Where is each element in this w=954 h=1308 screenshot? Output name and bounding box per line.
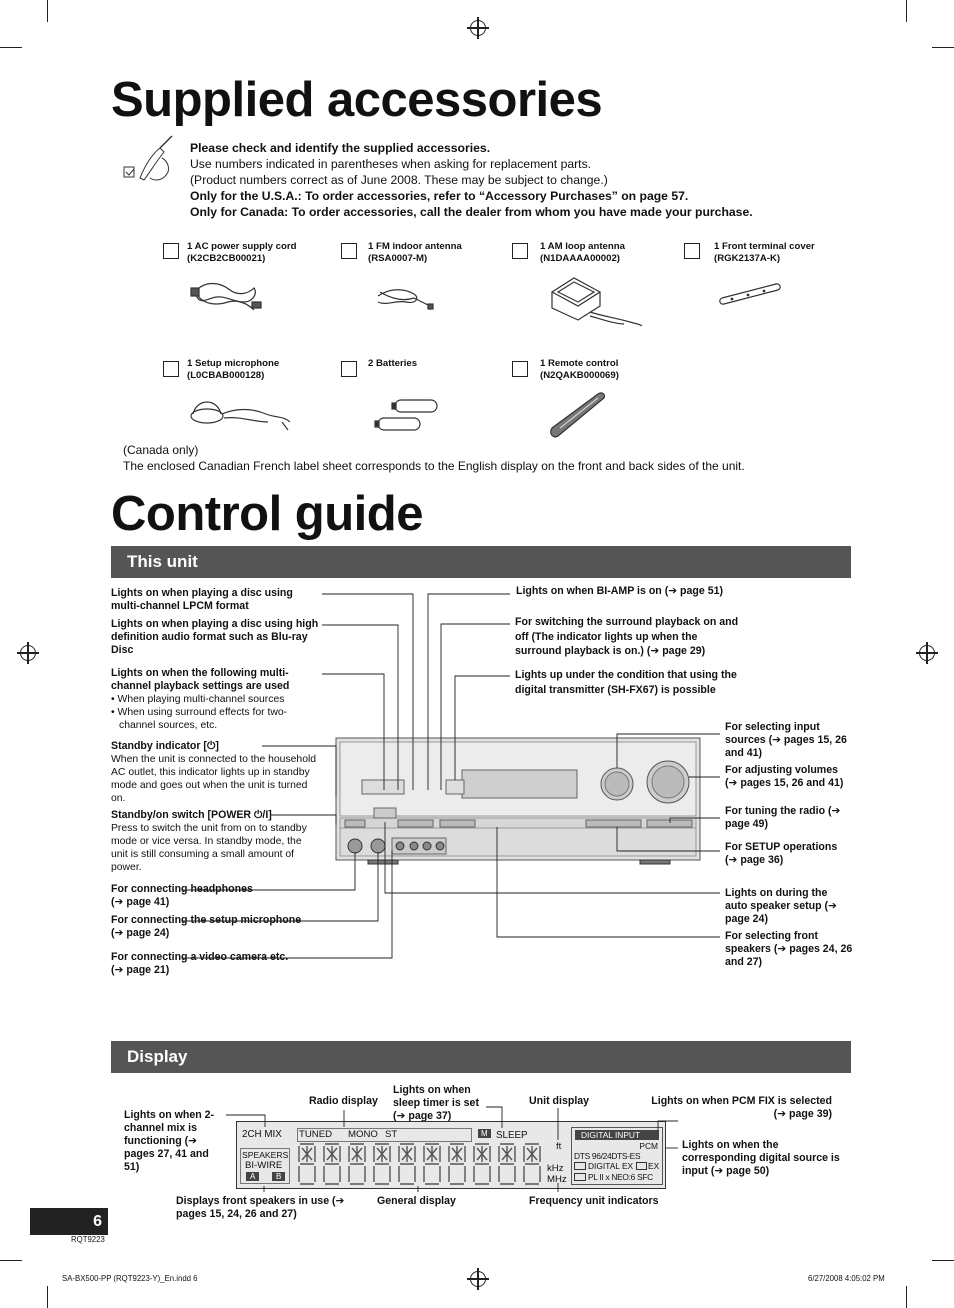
checkbox-batteries[interactable] [341,361,357,377]
lcd-pl-neo: PL II x NEO:6 SFC [588,1172,653,1182]
dolby-icon [636,1162,647,1170]
accessory-ac-cord: 1 AC power supply cord(K2CB2CB00021) [187,241,297,264]
registration-mark [916,642,938,664]
remote-control-icon [550,392,606,438]
setup-mic-icon [190,401,291,431]
label-unit-display: Unit display [529,1095,590,1107]
lcd-radio-frame [297,1128,472,1142]
label-hd-audio: Lights on when playing a disc using high… [111,618,319,656]
label-tuning: For tuning the radio (➔ page 49) [725,805,841,830]
lcd-digital-ex: DIGITAL EX [588,1161,634,1171]
doc-code: RQT9223 [71,1235,105,1244]
label-standby-indicator: Standby indicator [⏻] When the unit is c… [111,740,317,804]
label-front-speakers-display: Displays front speakers in use (➔ pages … [176,1195,345,1220]
lcd-memory: M [478,1129,491,1138]
lcd-ex: EX [648,1161,660,1171]
canada-only-note: (Canada only) [123,443,199,457]
lcd-digital-box: DIGITAL INPUT PCM DTS 96/24DTS-ES DIGITA… [571,1127,663,1185]
label-auto-speaker: Lights on during the auto speaker setup … [725,887,837,925]
registration-mark [17,642,39,664]
registration-mark [467,1268,489,1290]
page-number: 6 [30,1208,108,1235]
lcd-sleep: SLEEP [496,1130,528,1141]
label-video-camera: For connecting a video camera etc.(➔ pag… [111,951,289,976]
label-front-speakers: For selecting front speakers (➔ pages 24… [725,930,853,968]
label-power-switch: Standby/on switch [POWER ⏻/I] Press to s… [111,809,307,873]
label-multichannel: Lights on when the following multi-chann… [111,667,290,731]
lcd-panel: 2CH MIX TUNED MONO ST M SLEEP SPEAKERS B… [236,1121,666,1189]
lcd-pcm: PCM [639,1141,658,1151]
lcd-speaker-b: B [272,1172,286,1181]
accessory-remote: 1 Remote control(N2QAKB000069) [540,358,619,381]
crop-mark [0,47,22,48]
section-band-this-unit: This unit [111,546,851,578]
dolby-icon [574,1173,586,1181]
label-setup-mic-jack: For connecting the setup microphone(➔ pa… [111,914,302,939]
label-digital-source: Lights on when the corresponding digital… [682,1139,840,1177]
label-bi-amp: Lights on when BI-AMP is on (➔ page 51) [516,585,724,597]
am-loop-antenna-icon [550,277,643,327]
label-lpcm: Lights on when playing a disc using mult… [111,587,293,612]
label-input-selector: For selecting input sources (➔ pages 15,… [725,721,847,759]
lcd-segment-digits [298,1143,541,1185]
checkbox-terminal-cover[interactable] [684,243,700,259]
label-sleep: Lights on when sleep timer is set (➔ pag… [393,1084,479,1122]
terminal-cover-icon [719,283,781,305]
accessory-am-antenna: 1 AM loop antenna(N1DAAAA00002) [540,241,625,264]
checkbox-fm-antenna[interactable] [341,243,357,259]
label-radio-display: Radio display [309,1095,378,1107]
label-general-display: General display [377,1195,456,1207]
lcd-bi-wire: BI-WIRE [245,1160,283,1171]
lcd-mhz: MHz [547,1174,567,1185]
crop-mark [932,47,954,48]
batteries-icon [374,399,438,431]
label-setup: For SETUP operations (➔ page 36) [725,841,838,866]
dolby-icon [574,1162,586,1170]
lcd-khz: kHz [547,1163,564,1174]
lcd-tuned: TUNED [299,1129,333,1140]
ac-cord-icon [190,282,262,311]
label-pcm-fix: Lights on when PCM FIX is selected(➔ pag… [651,1095,832,1120]
crop-mark [906,1286,907,1308]
crop-mark [47,1286,48,1308]
lcd-dts: DTS 96/24DTS-ES [574,1151,641,1161]
crop-mark [0,1260,22,1261]
canada-label-note: The enclosed Canadian French label sheet… [123,459,745,473]
accessory-setup-mic: 1 Setup microphone(L0CBAB000128) [187,358,280,381]
lcd-mono: MONO [348,1129,378,1140]
checkbox-setup-mic[interactable] [163,361,179,377]
accessory-batteries: 2 Batteries [368,358,418,369]
print-date: 6/27/2008 4:05:02 PM [808,1274,885,1283]
section-band-display: Display [111,1041,851,1073]
lcd-st: ST [385,1129,398,1140]
accessories-intro: Please check and identify the supplied a… [190,141,753,219]
crop-mark [47,0,48,22]
lcd-2ch-mix: 2CH MIX [242,1129,282,1140]
section-title-control-guide: Control guide [111,487,423,541]
crop-mark [906,0,907,22]
accessory-fm-antenna: 1 FM indoor antenna(RSA0007-M) [368,241,462,264]
lcd-speaker-a: A [246,1172,260,1181]
lcd-digital-input: DIGITAL INPUT [575,1130,659,1140]
fm-antenna-icon [377,289,434,310]
lcd-ft: ft [556,1141,562,1152]
label-frequency-units: Frequency unit indicators [529,1195,659,1207]
crop-mark [932,1260,954,1261]
checkbox-ac-cord[interactable] [163,243,179,259]
accessory-terminal-cover: 1 Front terminal cover(RGK2137A-K) [714,241,815,264]
file-name: SA-BX500-PP (RQT9223-Y)_En.indd 6 [62,1274,198,1283]
checkbox-am-antenna[interactable] [512,243,528,259]
lcd-speakers: SPEAKERS [242,1150,289,1160]
checkbox-remote[interactable] [512,361,528,377]
lcd-speakers-box: SPEAKERS BI-WIRE A B [240,1148,290,1184]
label-volume: For adjusting volumes (➔ pages 15, 26 an… [725,764,844,789]
label-surround: For switching the surround playback on a… [515,616,739,657]
registration-mark [467,17,489,39]
label-headphones: For connecting headphones(➔ page 41) [111,883,253,908]
label-digital-transmitter: Lights up under the condition that using… [515,669,737,696]
label-2ch-mix: Lights on when 2-channel mix is function… [124,1109,215,1173]
page-title: Supplied accessories [111,73,603,127]
